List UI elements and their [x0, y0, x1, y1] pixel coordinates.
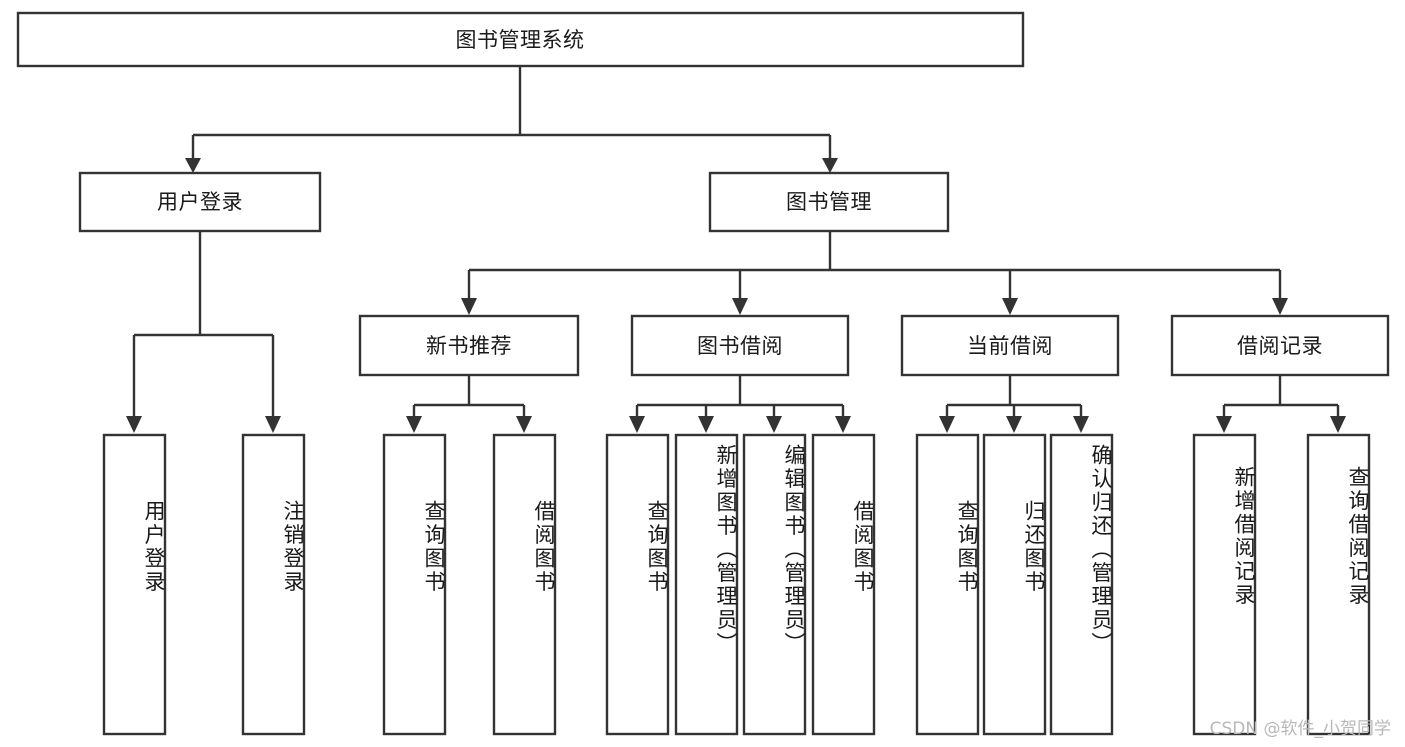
- leaf-box-book-borrow-4[interactable]: [811, 433, 876, 736]
- node-label-root: 图书管理系统: [456, 28, 585, 52]
- leaf-box-borrow-record-2[interactable]: [1306, 433, 1371, 736]
- arrow-head-leaf-current-borrow-1: [939, 416, 955, 433]
- node-layer: 图书管理系统 用户登录 图书管理 新书推荐 图书借阅 当前借阅 借阅记录: [16, 11, 1390, 736]
- arrow-head-current-borrow: [1002, 298, 1018, 315]
- arrow-head-leaf-new-book-2: [516, 416, 532, 433]
- arrow-head-leaf-book-borrow-4: [835, 416, 851, 433]
- node-box-book-borrow[interactable]: [630, 314, 850, 377]
- arrow-head-leaf-book-borrow-1: [629, 416, 645, 433]
- leaf-box-borrow-record-1[interactable]: [1192, 433, 1257, 736]
- leaf-box-new-book-rec-1[interactable]: [382, 433, 447, 736]
- arrow-head-leaf-user-login-2: [265, 416, 281, 433]
- arrow-head-leaf-user-login-1: [126, 416, 142, 433]
- node-box-current-borrow[interactable]: [900, 314, 1120, 377]
- leaf-box-user-login-1[interactable]: [102, 433, 167, 736]
- arrow-head-leaf-book-borrow-2: [698, 416, 714, 433]
- arrow-head-leaf-book-borrow-3: [766, 416, 782, 433]
- node-box-book-manage[interactable]: [708, 171, 950, 233]
- leaf-box-current-borrow-1[interactable]: [915, 433, 980, 736]
- arrow-head-new-book-rec: [461, 298, 477, 315]
- arrow-head-borrow-record: [1272, 298, 1288, 315]
- arrow-head-leaf-current-borrow-3: [1073, 416, 1089, 433]
- arrow-head-leaf-new-book-1: [406, 416, 422, 433]
- node-box-root[interactable]: [16, 11, 1025, 68]
- leaf-box-book-borrow-1[interactable]: [605, 433, 670, 736]
- arrow-head-leaf-current-borrow-2: [1006, 416, 1022, 433]
- leaf-box-new-book-rec-2[interactable]: [492, 433, 557, 736]
- node-label-new-book-rec: 新书推荐: [426, 334, 512, 358]
- node-box-borrow-record[interactable]: [1170, 314, 1390, 377]
- node-label-user-login: 用户登录: [157, 190, 243, 214]
- csdn-watermark: CSDN @软件_小贺同学: [1209, 719, 1391, 739]
- node-label-book-borrow: 图书借阅: [697, 334, 783, 358]
- node-label-book-manage: 图书管理: [786, 190, 872, 214]
- node-label-current-borrow: 当前借阅: [967, 334, 1053, 358]
- leaf-box-book-borrow-2[interactable]: [674, 433, 739, 736]
- arrow-head-leaf-borrow-record-2: [1330, 416, 1346, 433]
- node-box-new-book-rec[interactable]: [358, 314, 580, 377]
- node-box-user-login[interactable]: [78, 171, 322, 233]
- arrow-head-leaf-borrow-record-1: [1216, 416, 1232, 433]
- node-label-borrow-record: 借阅记录: [1237, 334, 1323, 358]
- leaf-box-user-login-2[interactable]: [241, 433, 306, 736]
- leaf-box-current-borrow-2[interactable]: [982, 433, 1047, 736]
- arrow-head-book-manage: [822, 158, 838, 173]
- leaf-box-current-borrow-3[interactable]: [1049, 433, 1114, 736]
- arrow-head-book-borrow: [732, 298, 748, 315]
- connector-layer: [126, 66, 1346, 433]
- arrow-head-user-login: [185, 158, 201, 173]
- leaf-box-book-borrow-3[interactable]: [742, 433, 807, 736]
